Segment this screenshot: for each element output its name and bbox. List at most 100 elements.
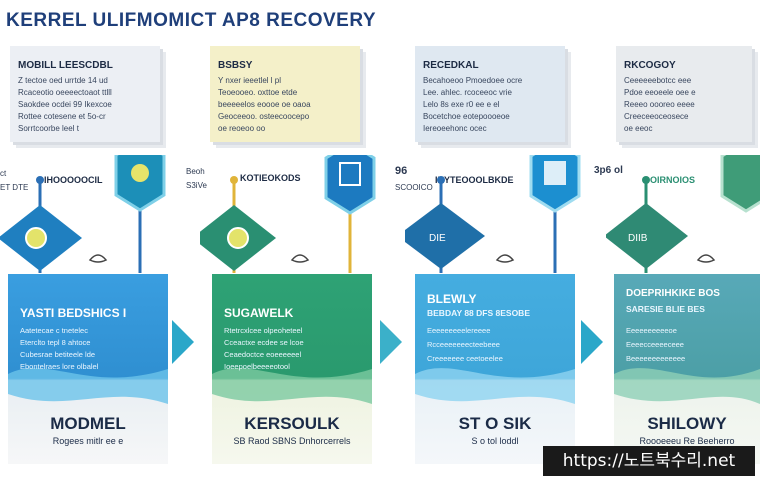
stage-card: BLEWLY BEBDAY 88 DFS 8ESOBE Eeeeeeeeeler… (415, 274, 575, 464)
card-line: Lee. ahlec. rcoceeoc vrie (423, 88, 512, 97)
stage-line: Rtetrcxlcee olpeoheteel (224, 326, 303, 335)
stage-line: Eeeeeeeeelereeee (427, 326, 491, 335)
stage-title: KERSOULK (244, 414, 340, 433)
card-heading: BSBSY (218, 60, 253, 71)
stage-title: ST O SIK (458, 414, 532, 433)
card-line: Bocetchoe eotepoooeoe (423, 112, 510, 121)
side-note: Beoh (186, 167, 205, 176)
svg-text:DIIB: DIIB (628, 233, 648, 244)
stage-label: IHOOOOOCIL (44, 175, 103, 185)
stage-label: IKYTEOOOLBKDE (435, 175, 514, 185)
stage-line: Eterclto tepl 8 ahtoce (20, 338, 91, 347)
stage-line: Eeeeeeeeeeoe (626, 326, 677, 335)
card-heading: MOBILL LEESCDBL (18, 60, 113, 71)
side-note: ct (0, 169, 7, 178)
handshake-icon (696, 254, 716, 263)
card-line: Ceeeeeebotcc eee (624, 76, 692, 85)
stage-column-2: BSBSY Y nxer ieeetlel l pl Teoeooeo. oxt… (186, 0, 402, 480)
stage-line: Cubesrae betiteele lde (20, 350, 96, 359)
stage-line: BEBDAY 88 DFS 8ESOBE (427, 308, 530, 318)
card-line: Rcaceotio oeeeectoaot ttlll (18, 88, 112, 97)
lightbulb-icon (131, 164, 149, 182)
document-icon (339, 162, 361, 186)
screen-icon (544, 161, 566, 185)
wave-graphic (415, 368, 575, 404)
stage-line: Creeeeeee ceetoeelee (427, 354, 503, 363)
card-line: Pdoe eeoeele oee e (624, 88, 696, 97)
svg-text:DIE: DIE (429, 233, 446, 244)
stage-title: MODMEL (50, 414, 126, 433)
card-line: Teoeooeo. oxttoe etde (218, 88, 298, 97)
stage-column-3: RECEDKAL Becahoeoo Pmoedoee ocre Lee. ah… (395, 0, 603, 480)
stage-subtitle: Rogees mitlr ee e (52, 436, 124, 446)
stage-line: Ebontelraes lore olbalel (20, 362, 99, 371)
stage-column-4: RKCOGOY Ceeeeeebotcc eee Pdoe eeoeele oe… (594, 0, 760, 480)
card-line: Becahoeoo Pmoedoee ocre (423, 76, 523, 85)
stage-label: OIRNOIOS (650, 175, 696, 185)
wave-graphic (8, 368, 168, 404)
card-line: Z tectoe oed urrtde 14 ud (18, 76, 108, 85)
stage-column-1: MOBILL LEESCDBL Z tectoe oed urrtde 14 u… (0, 0, 194, 480)
card-line: oe eeoc (624, 124, 653, 133)
stage-line: Aatetecae c tnetelec (20, 326, 88, 335)
info-card: RECEDKAL Becahoeoo Pmoedoee ocre Lee. ah… (415, 46, 565, 142)
side-note: 3p6 ol (594, 165, 623, 176)
stage-connector: 3p6 ol OIRNOIOS DIIB (594, 155, 760, 275)
stage-connector: ct ET DTE IHOOOOOCIL (0, 155, 180, 275)
card-line: Geoceeoo. osteecoocepo (218, 112, 310, 121)
stage-line: Ceaedoctce eoeeeeeel (224, 350, 302, 359)
stage-heading: YASTI BEDSHICS I (20, 306, 127, 320)
connector-graphic: DIIB (606, 155, 760, 273)
info-card: BSBSY Y nxer ieeetlel l pl Teoeooeo. oxt… (210, 46, 360, 142)
stage-heading: SUGAWELK (224, 306, 294, 320)
card-line: Creeceeoceosece (624, 112, 689, 121)
connector-graphic: DIE (405, 155, 581, 273)
stage-card: SUGAWELK Rtetrcxlcee olpeoheteel Cceactx… (212, 274, 372, 464)
stage-label: KOTIEOKODS (240, 173, 301, 183)
stage-card: DOEPRIHKIKE BOS SARESIE BLIE BES Eeeeeee… (614, 274, 760, 464)
arrow-right-icon (380, 320, 402, 364)
diamond-icon (606, 203, 688, 269)
side-note: ET DTE (0, 183, 29, 192)
diamond-icon (405, 203, 485, 269)
info-card: RKCOGOY Ceeeeeebotcc eee Pdoe eeoeele oe… (616, 46, 752, 142)
stage-subtitle: S o tol loddl (471, 436, 519, 446)
card-heading: RECEDKAL (423, 60, 479, 71)
info-card: MOBILL LEESCDBL Z tectoe oed urrtde 14 u… (10, 46, 160, 142)
card-line: Rottee cotesene et 5o-cr (18, 112, 106, 121)
stage-line: Beeeeeeeeeeeee (626, 354, 686, 363)
card-line: oe reoeoo oo (218, 124, 266, 133)
side-note: 96 (395, 165, 408, 177)
card-line: Lelo 8s exe r0 ee e el (423, 100, 500, 109)
stage-connector: Beoh S3iVe KOTIEOKODS (186, 155, 380, 275)
page-title: KERREL ULIFMOMICT AP8 RECOVERY (6, 10, 377, 31)
stage-card: YASTI BEDSHICS I Aatetecae c tnetelec Et… (8, 274, 168, 464)
hexagon-icon (720, 155, 760, 213)
stage-subtitle: Roooeeeu Re Beeherro (639, 436, 735, 446)
card-heading: RKCOGOY (624, 60, 676, 71)
card-line: Iereoeehonc ocec (423, 124, 487, 133)
stage-line: Eeeecceeeeceee (626, 340, 684, 349)
arrow-right-icon (172, 320, 194, 364)
wave-graphic (212, 368, 372, 404)
stage-heading: DOEPRIHKIKE BOS (626, 288, 720, 299)
stage-connector: 96 SCOOICO IKYTEOOOLBKDE DIE (395, 155, 585, 275)
stage-line: Rcceeeeeeecteebeee (427, 340, 500, 349)
side-note: S3iVe (186, 181, 207, 190)
watermark-url: https://노트북수리.net (543, 446, 755, 476)
handshake-icon (495, 254, 515, 263)
handshake-icon (290, 254, 310, 263)
card-line: Y nxer ieeetlel l pl (218, 76, 281, 85)
stage-line: Ioeepoelbeeeeotool (224, 362, 290, 371)
connector-graphic (200, 155, 376, 273)
hexagon-icon (114, 155, 166, 212)
connector-graphic (0, 155, 166, 273)
arrow-right-icon (581, 320, 603, 364)
card-line: beeeeelos eoooe oe oaoa (218, 100, 311, 109)
handshake-icon (88, 254, 108, 263)
wave-graphic (614, 368, 760, 404)
stage-line: SARESIE BLIE BES (626, 304, 705, 314)
stage-subtitle: SB Raod SBNS Dnhorcerrels (233, 436, 351, 446)
stage-heading: BLEWLY (427, 292, 477, 306)
card-line: Sorrtcoorbe leel t (18, 124, 79, 133)
